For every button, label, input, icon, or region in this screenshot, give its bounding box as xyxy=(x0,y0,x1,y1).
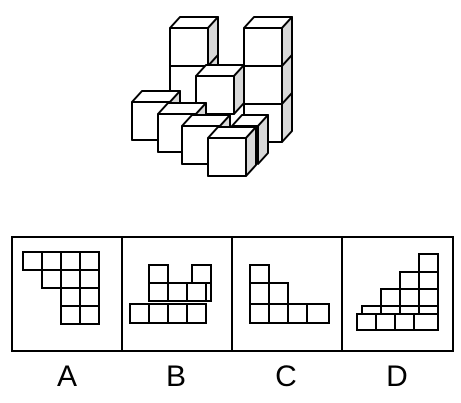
option-b-view[interactable] xyxy=(129,264,212,324)
cube-back-right-top xyxy=(243,16,293,67)
option-b-label: B xyxy=(165,360,186,393)
option-c-view[interactable] xyxy=(249,264,330,324)
option-d-view[interactable] xyxy=(356,253,439,331)
cube-back-left-top xyxy=(169,16,219,67)
option-a-view[interactable] xyxy=(22,251,100,332)
cube-front xyxy=(207,126,257,177)
cube-stack-figure xyxy=(131,16,293,177)
option-c-label: C xyxy=(275,360,297,393)
option-d-label: D xyxy=(386,360,408,393)
options-frame xyxy=(11,236,454,352)
option-a-label: A xyxy=(56,360,77,393)
